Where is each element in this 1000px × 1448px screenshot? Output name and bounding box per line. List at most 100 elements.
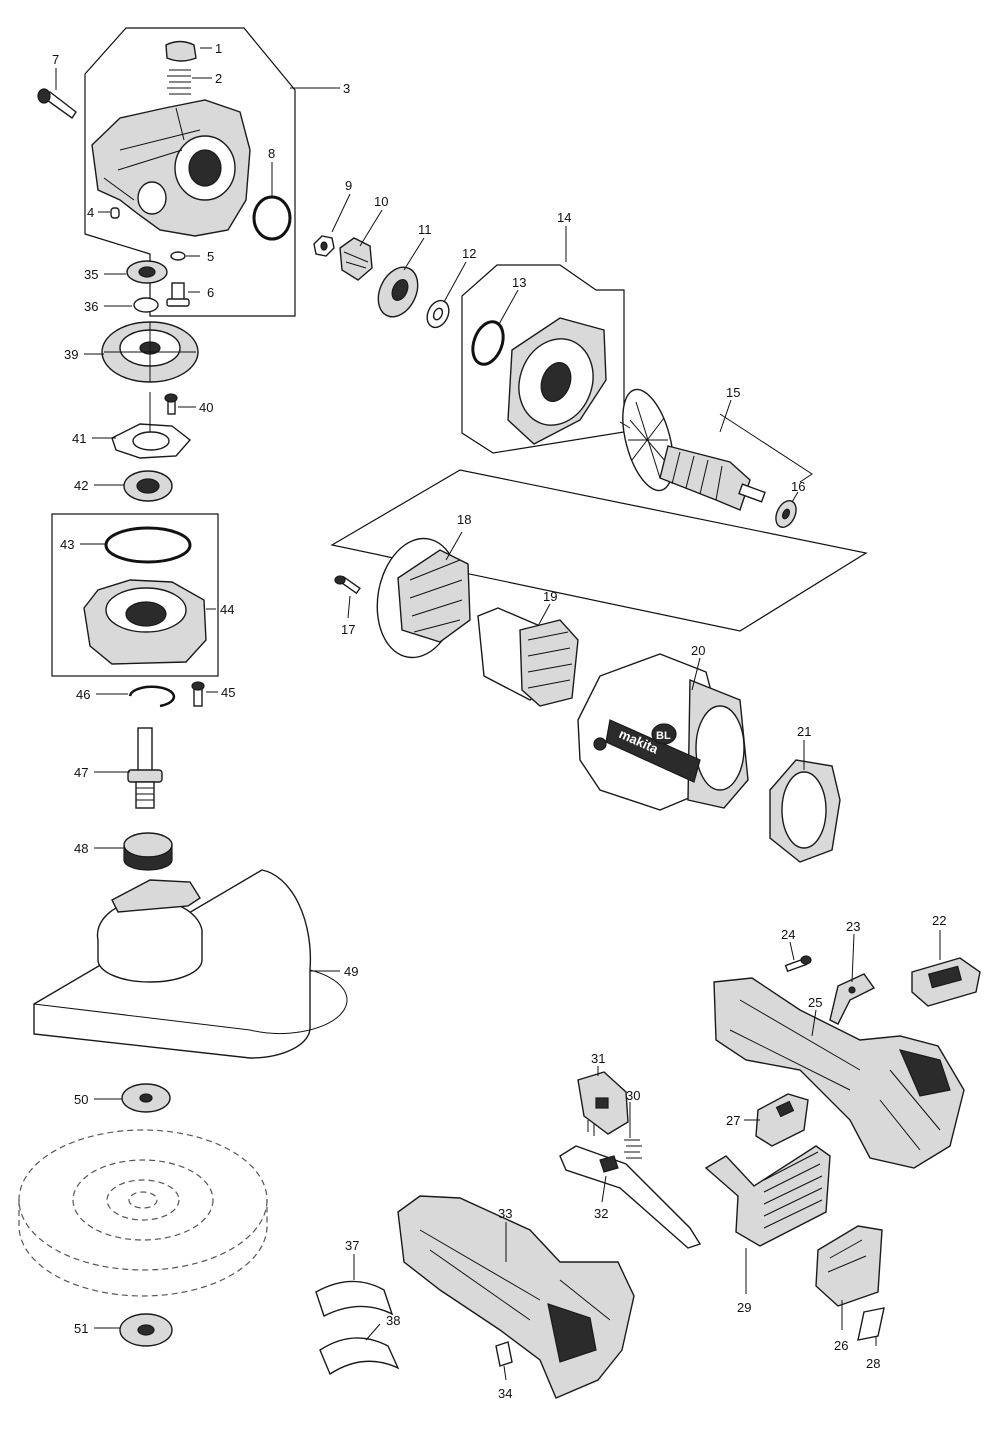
callout-25: 25 <box>808 995 822 1010</box>
part-51-lock-nut <box>119 1313 173 1347</box>
part-10-spiral-bevel-gear <box>339 237 373 281</box>
gear-housing-group-frame <box>84 27 296 317</box>
bl-badge: BL <box>656 730 671 742</box>
callout-50: 50 <box>74 1092 88 1107</box>
callout-23: 23 <box>846 919 860 934</box>
callout-17: 17 <box>341 622 355 637</box>
callout-12: 12 <box>462 246 476 261</box>
callout-5: 5 <box>207 249 214 264</box>
part-36-retaining-ring <box>133 297 159 313</box>
callout-43: 43 <box>60 537 74 552</box>
part-1-cap <box>165 40 197 62</box>
armature-group-frame <box>330 469 868 632</box>
part-18-heatsink-fan <box>376 537 471 659</box>
callout-6: 6 <box>207 285 214 300</box>
part-28-label <box>857 1307 885 1341</box>
part-23-switch-plate <box>829 973 876 1025</box>
part-3-gear-housing <box>91 99 251 237</box>
part-20-motor-housing: makita BL <box>577 653 749 811</box>
callout-8: 8 <box>268 146 275 161</box>
part-33-handle-housing-right <box>397 1195 635 1399</box>
part-44-bearing-box <box>83 579 207 665</box>
callout-1: 1 <box>215 41 222 56</box>
part-41-bearing-retainer <box>111 423 192 459</box>
part-42-ball-bearing <box>123 470 173 502</box>
callout-36: 36 <box>84 299 98 314</box>
part-14-bearing-box <box>507 317 607 445</box>
callout-42: 42 <box>74 478 88 493</box>
part-6-shaft-pin <box>166 282 190 307</box>
part-22-terminal-cover <box>911 957 981 1007</box>
callout-13: 13 <box>512 275 526 290</box>
callout-49: 49 <box>344 964 358 979</box>
callout-48: 48 <box>74 841 88 856</box>
callout-18: 18 <box>457 512 471 527</box>
part-32-switch-lever <box>559 1145 702 1249</box>
part-27-lock-button <box>755 1093 809 1147</box>
callout-37: 37 <box>345 1238 359 1253</box>
callout-29: 29 <box>737 1300 751 1315</box>
part-30-compression-spring <box>624 1139 642 1159</box>
part-39-spiral-bevel-gear <box>101 321 199 383</box>
callout-16: 16 <box>791 479 805 494</box>
part-7-screw <box>37 88 77 119</box>
callout-labels: 1 2 3 4 5 6 7 8 9 10 11 12 13 14 15 16 1… <box>52 41 946 1401</box>
part-13-o-ring <box>471 320 505 366</box>
part-2-spring <box>167 69 191 95</box>
part-11-ball-bearing <box>377 266 419 318</box>
callout-22: 22 <box>932 913 946 928</box>
callout-44: 44 <box>220 602 234 617</box>
callout-35: 35 <box>84 267 98 282</box>
callout-15: 15 <box>726 385 740 400</box>
callout-30: 30 <box>626 1088 640 1103</box>
part-40-screw <box>164 393 178 415</box>
callout-32: 32 <box>594 1206 608 1221</box>
callout-47: 47 <box>74 765 88 780</box>
part-8-o-ring <box>252 195 292 241</box>
part-35-bearing <box>126 260 168 284</box>
callout-27: 27 <box>726 1113 740 1128</box>
callout-41: 41 <box>72 431 86 446</box>
callout-11: 11 <box>418 222 432 237</box>
callout-2: 2 <box>215 71 222 86</box>
part-15-armature <box>619 388 766 511</box>
part-26-switch-cover <box>815 1225 883 1307</box>
part-48-labyrinth-ring <box>123 832 173 871</box>
grinding-wheel-outline <box>18 1129 268 1297</box>
part-17-screw <box>334 575 361 595</box>
part-19-stator <box>477 607 579 707</box>
callout-39: 39 <box>64 347 78 362</box>
callout-14: 14 <box>557 210 571 225</box>
part-21-baffle-plate <box>769 759 841 863</box>
callout-46: 46 <box>76 687 90 702</box>
bearing-retainer-group-frame <box>51 513 219 677</box>
part-37-label <box>315 1280 394 1317</box>
part-45-screw <box>191 681 205 707</box>
part-50-inner-flange <box>121 1083 171 1113</box>
part-24-screw <box>784 955 812 973</box>
part-25-handle-housing-left <box>713 977 965 1169</box>
callout-31: 31 <box>591 1051 605 1066</box>
part-49-wheel-cover <box>33 869 348 1059</box>
leader-lines <box>55 47 941 1381</box>
callout-38: 38 <box>386 1313 400 1328</box>
part-9-hex-nut <box>313 235 335 257</box>
part-12-flat-washer <box>426 299 450 329</box>
callout-19: 19 <box>543 589 557 604</box>
callout-40: 40 <box>199 400 213 415</box>
part-29-controller <box>704 1145 831 1247</box>
callout-51: 51 <box>74 1321 88 1336</box>
callout-3: 3 <box>343 81 350 96</box>
part-34-label <box>495 1341 513 1367</box>
part-16-ball-bearing <box>775 500 797 528</box>
callout-24: 24 <box>781 927 795 942</box>
part-4-pin <box>110 207 120 219</box>
callout-45: 45 <box>221 685 235 700</box>
part-38-label <box>319 1337 400 1376</box>
callout-20: 20 <box>691 643 705 658</box>
callout-28: 28 <box>866 1356 880 1371</box>
part-43-o-ring <box>104 526 192 564</box>
part-5-o-ring <box>170 251 186 261</box>
callout-21: 21 <box>797 724 811 739</box>
